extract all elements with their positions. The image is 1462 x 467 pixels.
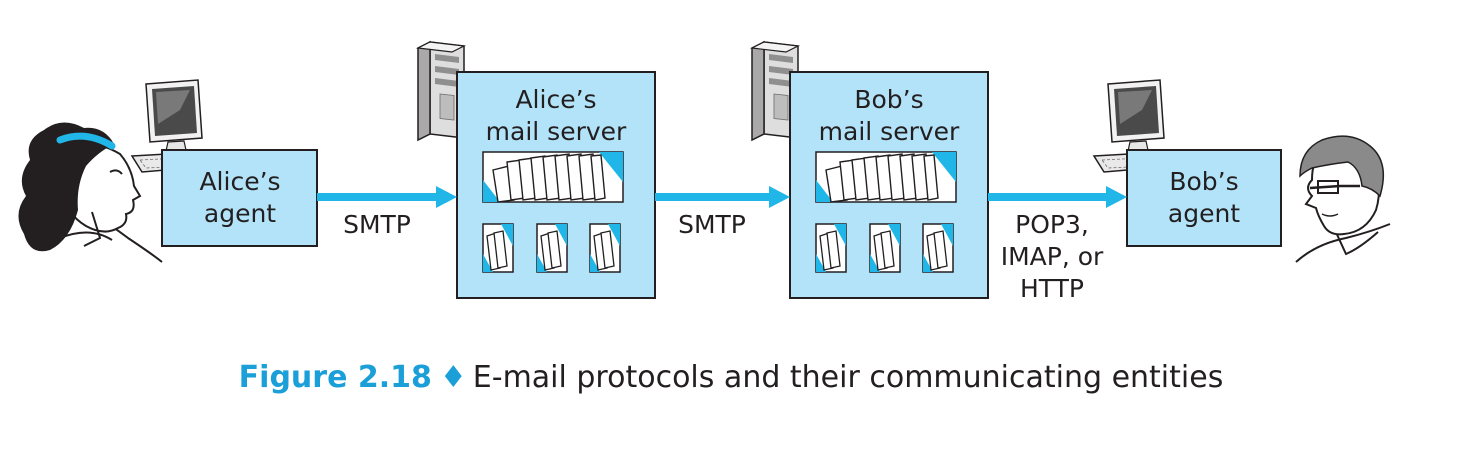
mail-queue-icon [815, 151, 957, 203]
access-label-line1: POP3, [1015, 210, 1089, 239]
bob-server-label-line2: mail server [819, 117, 960, 146]
person-bob-icon [1295, 135, 1391, 263]
mailbox-icon [589, 223, 621, 273]
figure-caption: Figure 2.18♦E-mail protocols and their c… [0, 360, 1462, 395]
smtp-label-2: SMTP [678, 210, 746, 239]
mailbox-icon [815, 223, 847, 273]
smtp-arrow-1 [317, 186, 457, 208]
figure-number: Figure 2.18 [238, 360, 432, 395]
person-alice-icon [18, 122, 163, 263]
caption-text: E-mail protocols and their communicating… [472, 360, 1224, 395]
alice-agent-label-line2: agent [204, 199, 276, 228]
bob-server-label-line1: Bob’s [854, 85, 923, 114]
bob-agent-label-line2: agent [1168, 199, 1240, 228]
access-label-line3: HTTP [1020, 274, 1084, 303]
caption-separator: ♦ [439, 360, 467, 395]
bob-agent-node: Bob’s agent [1126, 149, 1282, 247]
alice-agent-label-line1: Alice’s [199, 167, 280, 196]
alice-server-label-line2: mail server [486, 117, 627, 146]
mail-queue-icon [482, 151, 624, 203]
alice-mail-server-node: Alice’s mail server [456, 71, 656, 299]
mailbox-icon [922, 223, 954, 273]
bob-mail-server-node: Bob’s mail server [789, 71, 989, 299]
alice-agent-node: Alice’s agent [161, 149, 318, 247]
alice-server-label-line1: Alice’s [515, 85, 596, 114]
access-protocol-arrow [988, 186, 1127, 208]
mailbox-icon [536, 223, 568, 273]
mailbox-icon [482, 223, 514, 273]
smtp-arrow-2 [655, 186, 790, 208]
access-label-line2: IMAP, or [1001, 242, 1104, 271]
bob-agent-label-line1: Bob’s [1169, 167, 1238, 196]
mailbox-icon [869, 223, 901, 273]
email-protocols-diagram: Alice’s agent Alice’s mail server Bob’s … [18, 41, 1391, 303]
smtp-label-1: SMTP [343, 210, 411, 239]
